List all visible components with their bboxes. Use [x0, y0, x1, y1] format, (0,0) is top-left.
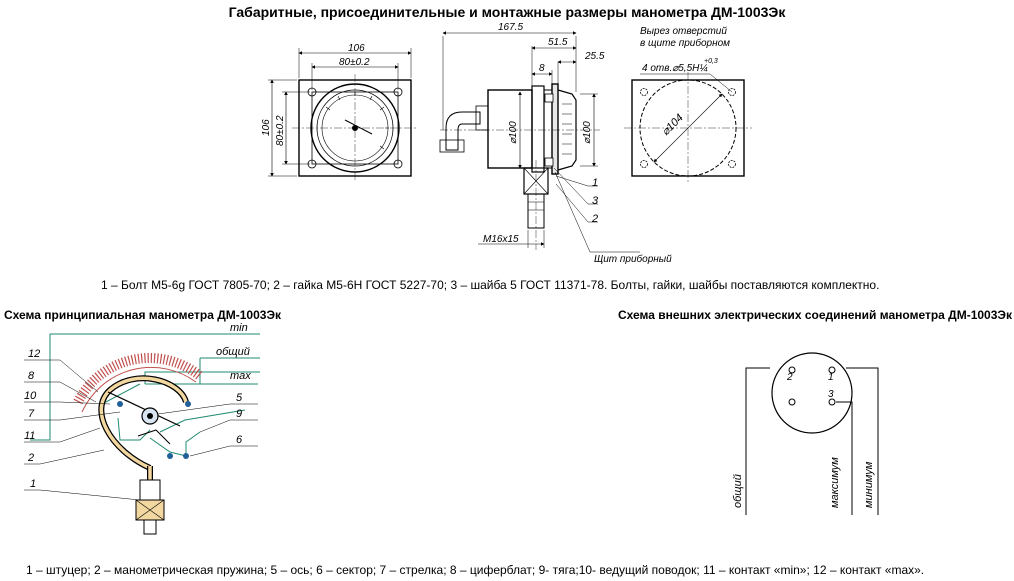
- schematic-callout-10: 10: [24, 390, 37, 402]
- bus-label-min: min: [230, 322, 248, 334]
- side-callout-2: 2: [591, 213, 598, 225]
- side-dim-thread: М16х15: [483, 234, 519, 245]
- cutout-view: [624, 72, 752, 184]
- schematic-callout-8: 8: [28, 370, 35, 382]
- bus-label-common: общий: [216, 346, 250, 358]
- schematic-callout-9: 9: [236, 408, 242, 420]
- side-dim-depth: 51.5: [548, 37, 568, 48]
- schematic-callout-11: 11: [24, 430, 35, 442]
- side-dim-flange: 8: [539, 63, 545, 74]
- wire-label-min: минимум: [863, 461, 875, 508]
- front-dim-overall-v: 106: [261, 119, 272, 136]
- side-callout-3: 3: [592, 195, 599, 207]
- schematic-callout-1: 1: [30, 478, 36, 490]
- front-view: [268, 48, 418, 182]
- front-dim-overall: 106: [348, 43, 365, 54]
- front-dim-mounting: 80±0.2: [339, 57, 370, 68]
- schematic-callout-12: 12: [28, 348, 40, 360]
- schematic-title: Схема принципиальная манометра ДМ-1003Эк: [4, 308, 281, 322]
- schematic-callout-7: 7: [28, 408, 35, 420]
- schematic-diagram: [24, 333, 260, 535]
- panel-label: Щит приборный: [594, 253, 672, 265]
- mounting-caption: 1 – Болт М5-6g ГОСТ 7805-70; 2 – гайка М…: [101, 278, 880, 292]
- side-dim-rim: 25.5: [584, 51, 605, 62]
- electrical-title: Схема внешних электрических соединений м…: [618, 308, 1012, 322]
- side-callout-1: 1: [592, 177, 598, 189]
- schematic-callout-6: 6: [236, 434, 243, 446]
- pin-label-2: 2: [786, 372, 793, 383]
- pin-label-3: 3: [828, 389, 834, 400]
- side-dim-dia-front: ⌀100: [582, 121, 593, 144]
- bus-label-max: max: [230, 370, 251, 382]
- cutout-holes-note: 4 отв.⌀5,5Н¼: [642, 62, 708, 74]
- wire-label-common: общий: [732, 474, 744, 508]
- front-dim-mounting-v: 80±0.2: [275, 115, 286, 146]
- schematic-callout-2: 2: [27, 452, 34, 464]
- electrical-diagram: [745, 352, 879, 515]
- cutout-note-line1: Вырез отверстий: [640, 26, 727, 37]
- page-title: Габаритные, присоединительные и монтажны…: [228, 4, 786, 20]
- pin-label-1: 1: [828, 372, 834, 383]
- wire-label-max: максимум: [829, 457, 841, 508]
- cutout-holes-tolerance: +0,3: [704, 58, 718, 65]
- side-dim-total: 167.5: [498, 22, 523, 33]
- side-dim-dia-back: ⌀100: [508, 121, 519, 144]
- parts-caption: 1 – штуцер; 2 – манометрическая пружина;…: [26, 563, 925, 577]
- cutout-note-line2: в щите приборном: [640, 37, 730, 49]
- schematic-callout-5: 5: [236, 392, 243, 404]
- side-view: [439, 31, 640, 253]
